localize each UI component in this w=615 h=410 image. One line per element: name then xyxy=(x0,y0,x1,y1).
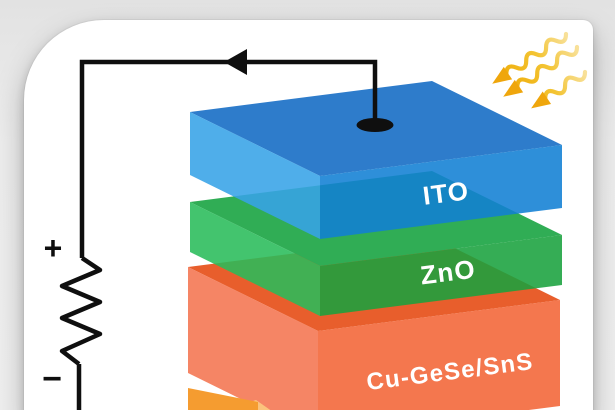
minus-terminal-label: − xyxy=(42,360,62,398)
ray-arrowhead xyxy=(503,79,524,97)
top-contact-dot xyxy=(356,118,394,132)
ito-front-face xyxy=(320,145,562,239)
ray-arrowhead xyxy=(531,91,552,109)
ray-arrowhead xyxy=(492,66,513,84)
sun-ray-1 xyxy=(492,31,569,84)
substrate-top-face xyxy=(188,388,258,410)
plus-terminal-label: + xyxy=(44,230,63,266)
circuit: + − xyxy=(42,49,394,410)
sun-ray-3 xyxy=(531,69,588,109)
ray-wave xyxy=(543,69,588,101)
layer-substrate xyxy=(188,388,271,410)
ray-wave xyxy=(504,31,569,77)
absorber-side-face xyxy=(188,267,318,410)
current-arrow-icon xyxy=(224,49,247,75)
layer-label-ito: ITO xyxy=(421,175,471,211)
layer-label-zno: ZnO xyxy=(419,254,478,291)
sun-ray-2 xyxy=(503,44,580,97)
resistor xyxy=(59,256,103,366)
layer-ito: ITO xyxy=(190,81,562,239)
sun-rays-icon xyxy=(492,31,588,109)
ray-wave xyxy=(515,44,580,90)
ito-side-face xyxy=(190,112,320,239)
zno-side-face xyxy=(190,202,320,316)
zno-front-face xyxy=(320,235,562,316)
absorber-front-face xyxy=(318,300,560,410)
